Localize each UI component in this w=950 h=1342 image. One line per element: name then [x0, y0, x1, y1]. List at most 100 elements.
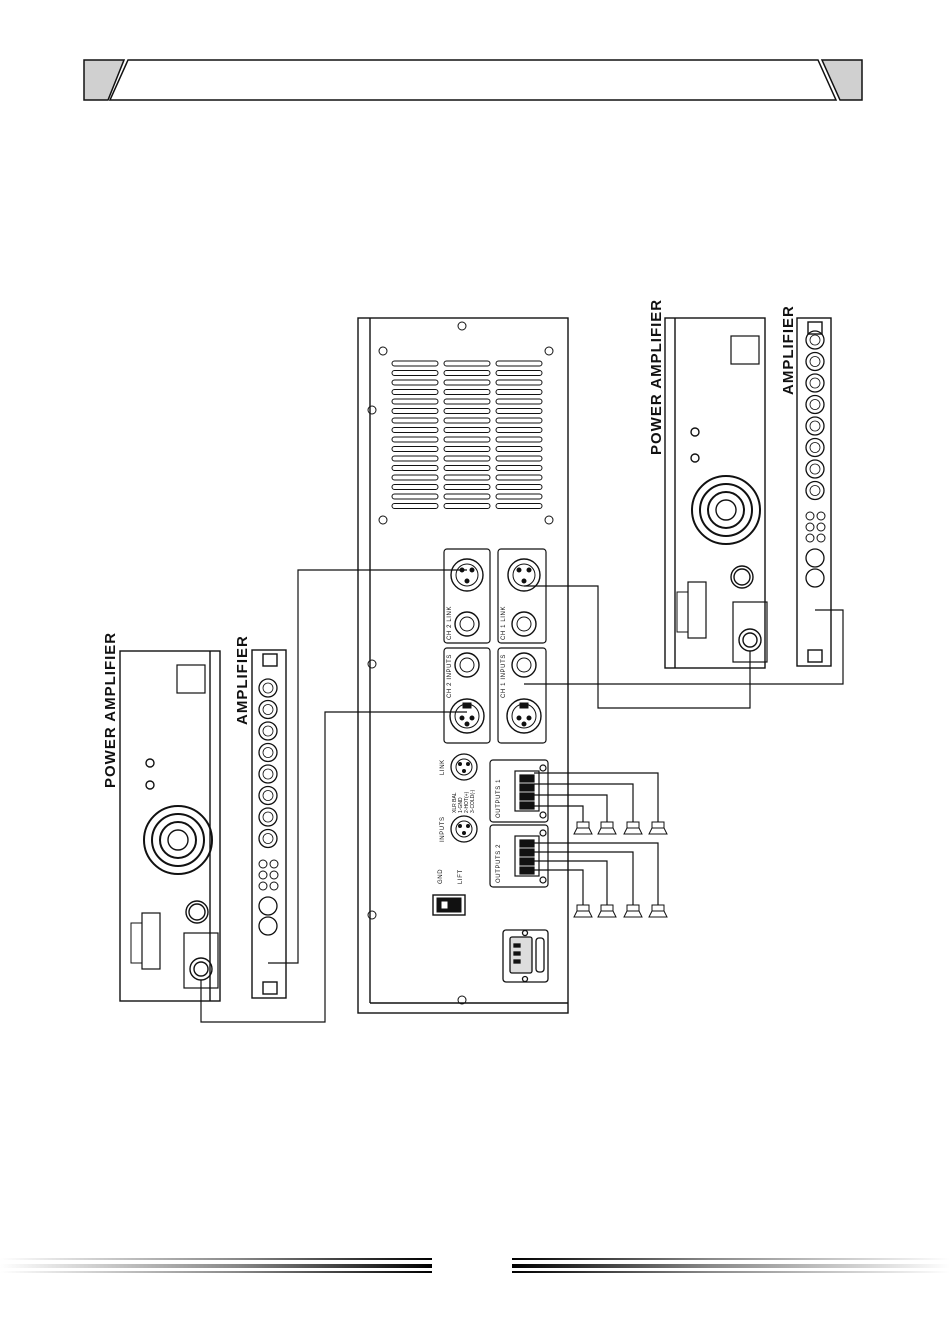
rack-xlr-icon: [806, 460, 824, 478]
vent-slot: [444, 409, 490, 414]
vent-slot: [444, 466, 490, 471]
vent-slot: [444, 361, 490, 366]
speaker-group: [574, 822, 667, 917]
vent-slot: [496, 380, 542, 385]
left-amp-label: POWER AMPLIFIER: [102, 632, 119, 788]
speaker-cone: [649, 828, 667, 834]
left-rack-unit: [252, 650, 286, 998]
rack-xlr-inner: [810, 464, 820, 474]
rack-xlr-icon: [259, 679, 277, 697]
header-banner: [84, 60, 862, 100]
right-power-amplifier: [665, 318, 767, 668]
rack-xlr-icon: [259, 722, 277, 740]
vent-slot: [392, 390, 438, 395]
rack-xlr-inner: [810, 486, 820, 496]
speaker-icon: [601, 905, 613, 911]
rack-xlr-icon: [259, 744, 277, 762]
rack-jack-icon: [806, 534, 814, 542]
rack-xlr-icon: [259, 701, 277, 719]
vent-slot: [496, 390, 542, 395]
vent-slot: [496, 399, 542, 404]
vent-slot: [392, 504, 438, 509]
outputs-2-label: OUTPUTS 2: [496, 844, 502, 883]
cable-ch1-link-to-right-amp: [524, 586, 750, 708]
vent-slot: [392, 418, 438, 423]
rack-xlr-icon: [806, 549, 824, 567]
rack-xlr-icon: [806, 374, 824, 392]
vent-slot: [392, 494, 438, 499]
vent-slot: [444, 494, 490, 499]
speaker-icon: [627, 822, 639, 828]
rack-xlr-inner: [810, 400, 820, 410]
ch2-link-xlr-icon: [451, 559, 483, 591]
rack-jack-icon: [259, 871, 267, 879]
rack-xlr-inner: [263, 683, 273, 693]
ch1-input-jack-icon: [512, 653, 536, 677]
rack-xlr-icon: [259, 917, 277, 935]
vent-slot: [392, 361, 438, 366]
vent-slot: [392, 475, 438, 480]
speaker-icon: [601, 822, 613, 828]
rack-xlr-inner: [263, 834, 273, 844]
speaker-icon: [577, 905, 589, 911]
cable-ch2-input-to-left-amp: [201, 712, 467, 1022]
lift-label: LIFT: [458, 869, 464, 884]
rack-xlr-inner: [810, 335, 820, 345]
vent-slot: [444, 437, 490, 442]
right-amp-label: POWER AMPLIFIER: [648, 299, 665, 455]
rack-jack-icon: [270, 882, 278, 890]
speaker-cone: [574, 828, 592, 834]
vent-slot: [392, 371, 438, 376]
rack-xlr-inner: [810, 378, 820, 388]
rack-xlr-inner: [810, 443, 820, 453]
rack-jack-icon: [259, 882, 267, 890]
rack-jack-icon: [817, 534, 825, 542]
vent-slot: [496, 504, 542, 509]
vent-slot: [392, 428, 438, 433]
right-rack-label: AMPLIFIER: [780, 305, 797, 395]
vent-slot: [496, 447, 542, 452]
rack-xlr-icon: [806, 569, 824, 587]
vent-slot: [496, 371, 542, 376]
vent-slot: [444, 390, 490, 395]
right-rack-connectors: [806, 331, 825, 587]
vent-slot: [392, 399, 438, 404]
footer-bars: [0, 1258, 950, 1273]
left-rack-connectors: [259, 679, 278, 935]
cable-ch1-input-to-right-rack: [524, 610, 843, 684]
rack-xlr-icon: [806, 482, 824, 500]
left-rack-label: AMPLIFIER: [234, 635, 251, 725]
vent-grille: [392, 361, 542, 509]
rack-jack-icon: [270, 860, 278, 868]
ch1-inputs-label: CH 1 INPUTS: [501, 654, 507, 698]
link-xlr-icon: [451, 754, 477, 780]
rack-jack-icon: [259, 860, 267, 868]
ch2-link-jack-icon: [455, 612, 479, 636]
vent-slot: [444, 428, 490, 433]
vent-slot: [496, 475, 542, 480]
speaker-cone: [624, 911, 642, 917]
ch2-link-label: CH 2 LINK: [447, 606, 453, 640]
speaker-icon: [627, 905, 639, 911]
vent-slot: [392, 447, 438, 452]
ch1-link-label: CH 1 LINK: [501, 606, 507, 640]
vent-slot: [496, 409, 542, 414]
vent-slot: [496, 428, 542, 433]
vent-slot: [444, 485, 490, 490]
ground-lift-switch[interactable]: [433, 895, 465, 915]
power-inlet-icon: [503, 930, 548, 982]
rack-jack-icon: [270, 871, 278, 879]
vent-slot: [496, 456, 542, 461]
rack-xlr-inner: [263, 748, 273, 758]
vent-slot: [444, 371, 490, 376]
rack-jack-icon: [806, 512, 814, 520]
vent-slot: [444, 475, 490, 480]
vent-slot: [392, 380, 438, 385]
vent-slot: [444, 418, 490, 423]
vent-slot: [392, 485, 438, 490]
rack-xlr-icon: [806, 439, 824, 457]
ch2-inputs-label: CH 2 INPUTS: [447, 654, 453, 698]
vent-slot: [392, 437, 438, 442]
rack-jack-icon: [806, 523, 814, 531]
